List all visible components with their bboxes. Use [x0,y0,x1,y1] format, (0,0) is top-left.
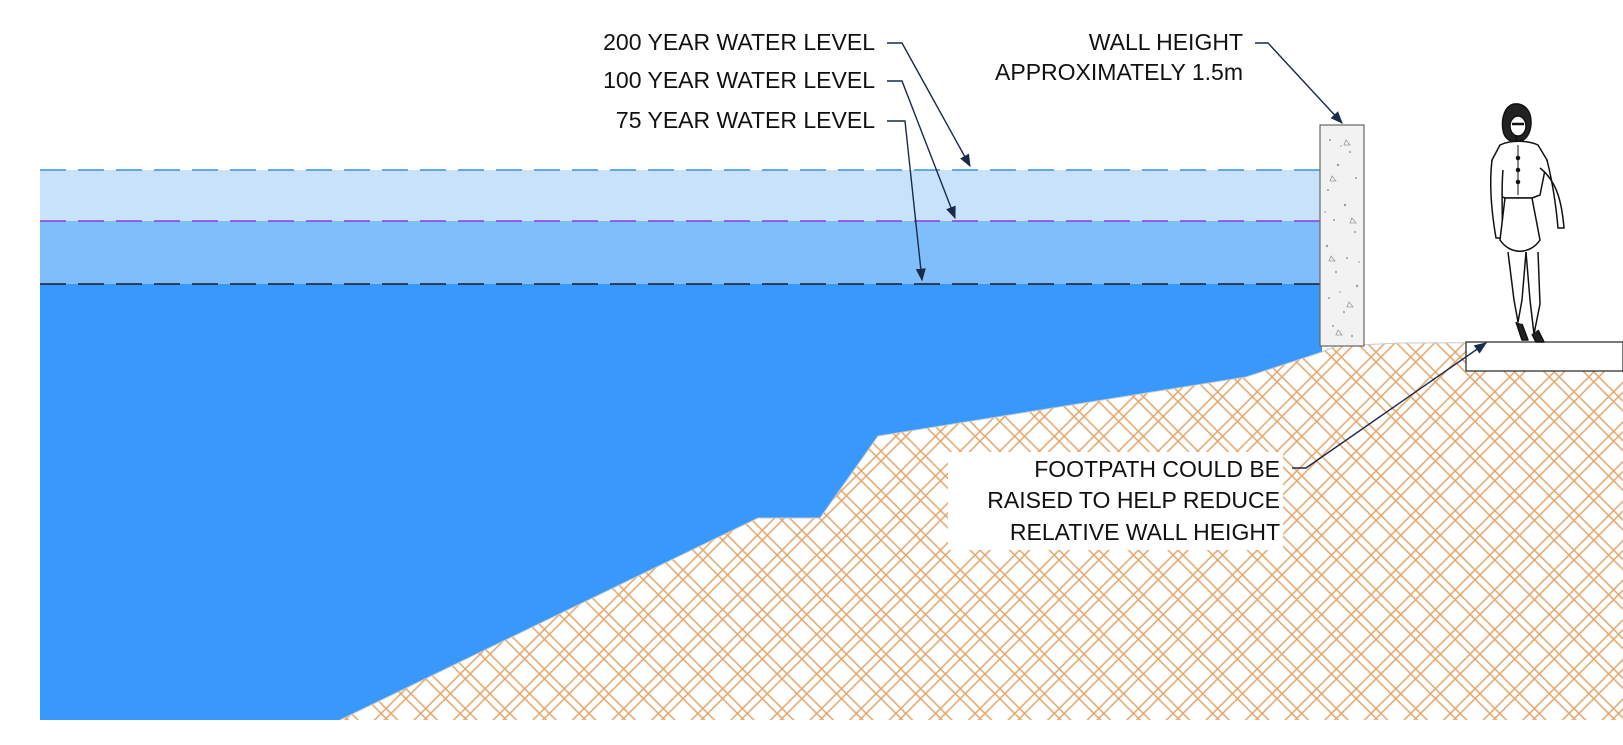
label-footpath-line-1: FOOTPATH COULD BE [1034,456,1280,482]
flood-wall [1319,124,1365,347]
label-wall-height: WALL HEIGHT [1089,29,1243,55]
label-75-year-water-level: 75 YEAR WATER LEVEL [616,107,875,133]
water-band-75-year [40,284,1322,720]
leader-footpath [1292,342,1488,469]
water-band-100-year [40,221,1322,285]
label-200-year-water-level: 200 YEAR WATER LEVEL [603,29,875,55]
footpath-slab [1465,341,1623,372]
leader-100-year [887,80,956,220]
label-footpath-line-2: RAISED TO HELP REDUCE [987,487,1280,513]
standing-woman-icon [1490,103,1565,343]
label-100-year-water-level: 100 YEAR WATER LEVEL [603,67,875,93]
leader-wall-height [1255,42,1343,124]
label-footpath-line-3: RELATIVE WALL HEIGHT [1010,519,1280,545]
water-body [40,170,1322,720]
water-band-200-year [40,170,1322,222]
label-wall-height-approx: APPROXIMATELY 1.5m [995,59,1243,85]
concrete-stipple-icon [1324,139,1360,337]
leader-200-year [887,42,971,168]
leader-75-year [887,120,926,282]
footpath-label-backdrop [948,452,1283,550]
leader-lines [887,42,1488,469]
